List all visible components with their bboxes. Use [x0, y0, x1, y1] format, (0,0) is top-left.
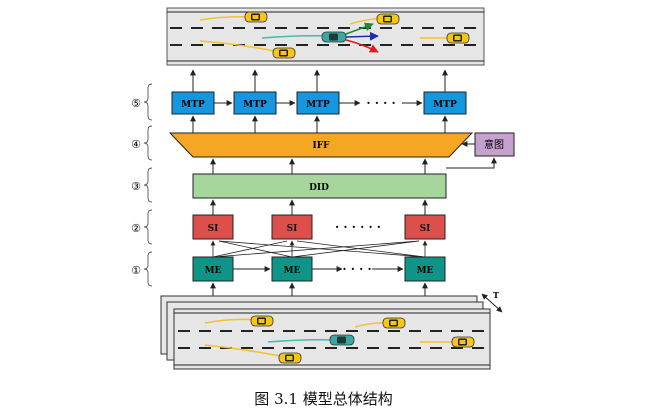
layer-number-2: ② [131, 222, 141, 235]
mtp-layer: MTP MTP MTP MTP · · · · [171, 91, 467, 115]
me-label: ME [205, 266, 222, 276]
mtp-label: MTP [433, 100, 457, 110]
output-road-scene [166, 7, 485, 66]
did-layer: DID [192, 173, 447, 199]
mtp-label: MTP [243, 100, 267, 110]
si-label: SI [208, 224, 219, 234]
figure-caption: 图 3.1 模型总体结构 [254, 390, 393, 408]
layer-number-5: ⑤ [131, 97, 141, 110]
me-label: ME [284, 266, 301, 276]
mtp-label: MTP [181, 100, 205, 110]
iff-layer: IFF [168, 132, 474, 158]
predicted-trajectory-straight [345, 31, 379, 41]
si-ellipsis: · · · · · · [335, 220, 381, 234]
layer-number-4: ④ [131, 138, 141, 151]
layer-number-1: ① [131, 264, 141, 277]
layer-number-3: ③ [131, 180, 141, 193]
model-architecture-diagram: MTP MTP MTP MTP · · · · IFF 意图 [131, 7, 515, 370]
me-ellipsis: · · · · [342, 262, 371, 276]
me-block [404, 256, 446, 282]
me-block [271, 256, 313, 282]
did-block [192, 173, 447, 199]
time-axis-label: T [493, 290, 499, 300]
vehicle-icon [382, 317, 406, 329]
me-block [192, 256, 234, 282]
vehicle-icon [278, 352, 302, 364]
ego-vehicle-icon [329, 334, 355, 346]
did-label: DID [309, 183, 329, 193]
intent-label: 意图 [484, 138, 504, 151]
si-label: SI [287, 224, 298, 234]
si-block [271, 214, 313, 240]
mtp-ellipsis: · · · · [366, 96, 395, 110]
vehicle-icon [376, 13, 400, 25]
si-block [192, 214, 234, 240]
si-block [404, 214, 446, 240]
iff-block [168, 132, 474, 158]
time-axis: T [481, 290, 503, 313]
vehicle-icon [451, 336, 475, 348]
predicted-trajectory-left [345, 22, 374, 35]
ego-vehicle-icon [321, 31, 347, 43]
iff-label: IFF [313, 141, 331, 151]
input-frame-stack [160, 295, 491, 370]
me-si-connections [210, 240, 428, 258]
mtp-label: MTP [306, 100, 330, 110]
vehicle-icon [272, 47, 296, 59]
si-label: SI [420, 224, 431, 234]
layer-braces [143, 83, 153, 287]
me-label: ME [417, 266, 434, 276]
vehicle-icon [250, 315, 274, 327]
si-layer: SI SI SI · · · · · · [192, 214, 446, 240]
intent-box: 意图 [446, 132, 515, 169]
mtp-block [423, 91, 467, 115]
me-layer: ME ME ME · · · · [192, 256, 446, 282]
vehicle-icon [446, 32, 470, 44]
predicted-trajectory-right [345, 39, 379, 53]
vehicle-icon [244, 11, 268, 23]
